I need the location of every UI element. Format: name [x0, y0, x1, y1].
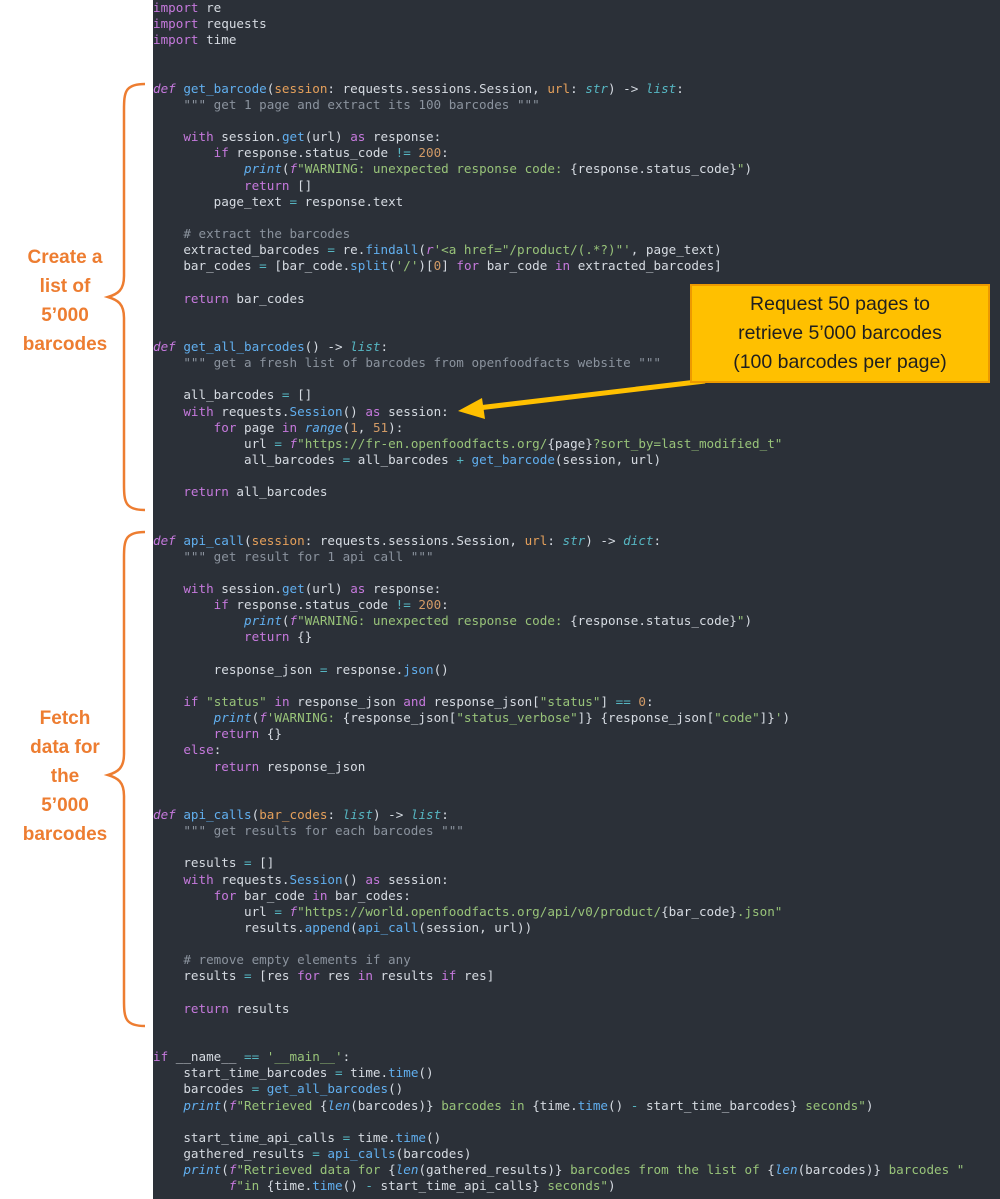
code-line: """ get 1 page and extract its 100 barco… — [183, 96, 540, 112]
code-line — [153, 791, 964, 807]
code-line: # extract the barcodes — [183, 225, 351, 241]
code-line: start_time_barcodes = time.time() — [153, 1065, 434, 1081]
code-line: return all_barcodes — [183, 484, 328, 500]
code-line: import re — [153, 0, 222, 15]
code-line: """ get result for 1 api call """ — [183, 548, 434, 564]
code-line: def api_call(session: requests.sessions.… — [153, 532, 662, 548]
code-line — [153, 646, 964, 662]
code-line: print(f'WARNING: {response_json["status_… — [213, 710, 791, 726]
code-line: if response.status_code != 200: — [213, 597, 449, 613]
code-line — [153, 1017, 964, 1033]
code-line: extracted_barcodes = re.findall(r'<a hre… — [153, 242, 722, 258]
code-line — [153, 565, 964, 581]
code-line: all_barcodes = all_barcodes + get_barcod… — [153, 451, 662, 467]
code-line: with session.get(url) as response: — [183, 581, 442, 597]
code-line: print(f"Retrieved {len(barcodes)} barcod… — [183, 1097, 874, 1113]
code-line: return {} — [244, 629, 313, 645]
code-line: if __name__ == '__main__': — [153, 1049, 351, 1065]
code-line: """ get results for each barcodes """ — [183, 823, 464, 839]
label-create-barcode-list: Create a list of 5’000 barcodes — [22, 247, 108, 355]
code-line: for page in range(1, 51): — [213, 419, 404, 435]
code-line: print(f"WARNING: unexpected response cod… — [244, 161, 753, 177]
label-fetch-barcode-data: Fetch data for the 5’000 barcodes — [22, 708, 108, 845]
code-line: return [] — [244, 177, 313, 193]
code-line — [153, 210, 964, 226]
code-line — [153, 65, 964, 81]
code-line: all_barcodes = [] — [153, 387, 313, 403]
code-line: return results — [183, 1000, 290, 1016]
code-line: if response.status_code != 200: — [213, 145, 449, 161]
code-line — [153, 517, 964, 533]
code-line: import requests — [153, 16, 267, 32]
code-line: print(f"Retrieved data for {len(gathered… — [183, 1162, 965, 1178]
code-line: page_text = response.text — [153, 193, 404, 209]
code-line — [153, 500, 964, 516]
code-line — [153, 678, 964, 694]
code-line: results = [res for res in results if res… — [153, 968, 495, 984]
code-line: import time — [153, 32, 237, 48]
code-line: def get_all_barcodes() -> list: — [153, 338, 389, 354]
code-line — [153, 113, 964, 129]
code-line: start_time_api_calls = time.time() — [153, 1129, 442, 1145]
code-line: bar_codes = [bar_code.split('/')[0] for … — [153, 258, 722, 274]
code-line: return response_json — [213, 758, 366, 774]
code-line: response_json = response.json() — [153, 661, 449, 677]
code-line — [153, 48, 964, 64]
code-line: return bar_codes — [183, 290, 305, 306]
code-line: def api_calls(bar_codes: list) -> list: — [153, 807, 449, 823]
code-line — [153, 468, 964, 484]
code-line — [153, 775, 964, 791]
code-line: url = f"https://fr-en.openfoodfacts.org/… — [153, 435, 783, 451]
code-line: else: — [183, 742, 222, 758]
code-line: results.append(api_call(session, url)) — [153, 920, 533, 936]
code-line: print(f"WARNING: unexpected response cod… — [244, 613, 753, 629]
code-line: """ get a fresh list of barcodes from op… — [183, 355, 662, 371]
code-line — [153, 1114, 964, 1130]
code-line: return {} — [213, 726, 282, 742]
code-line — [153, 985, 964, 1001]
code-line: with requests.Session() as session: — [183, 871, 449, 887]
code-line: for bar_code in bar_codes: — [213, 887, 411, 903]
code-line — [153, 936, 964, 952]
code-line: results = [] — [153, 855, 275, 871]
code-line: with requests.Session() as session: — [183, 403, 449, 419]
code-line: gathered_results = api_calls(barcodes) — [153, 1145, 472, 1161]
code-line: def get_barcode(session: requests.sessio… — [153, 80, 684, 96]
code-line: f"in {time.time() - start_time_api_calls… — [228, 1178, 616, 1194]
callout-request-pages: Request 50 pages to retrieve 5’000 barco… — [690, 284, 990, 383]
code-line — [153, 839, 964, 855]
code-line: url = f"https://world.openfoodfacts.org/… — [153, 903, 783, 919]
code-line: # remove empty elements if any — [183, 952, 411, 968]
code-line: if "status" in response_json and respons… — [183, 694, 654, 710]
code-line — [153, 1033, 964, 1049]
code-line: with session.get(url) as response: — [183, 129, 442, 145]
code-line: barcodes = get_all_barcodes() — [153, 1081, 404, 1097]
